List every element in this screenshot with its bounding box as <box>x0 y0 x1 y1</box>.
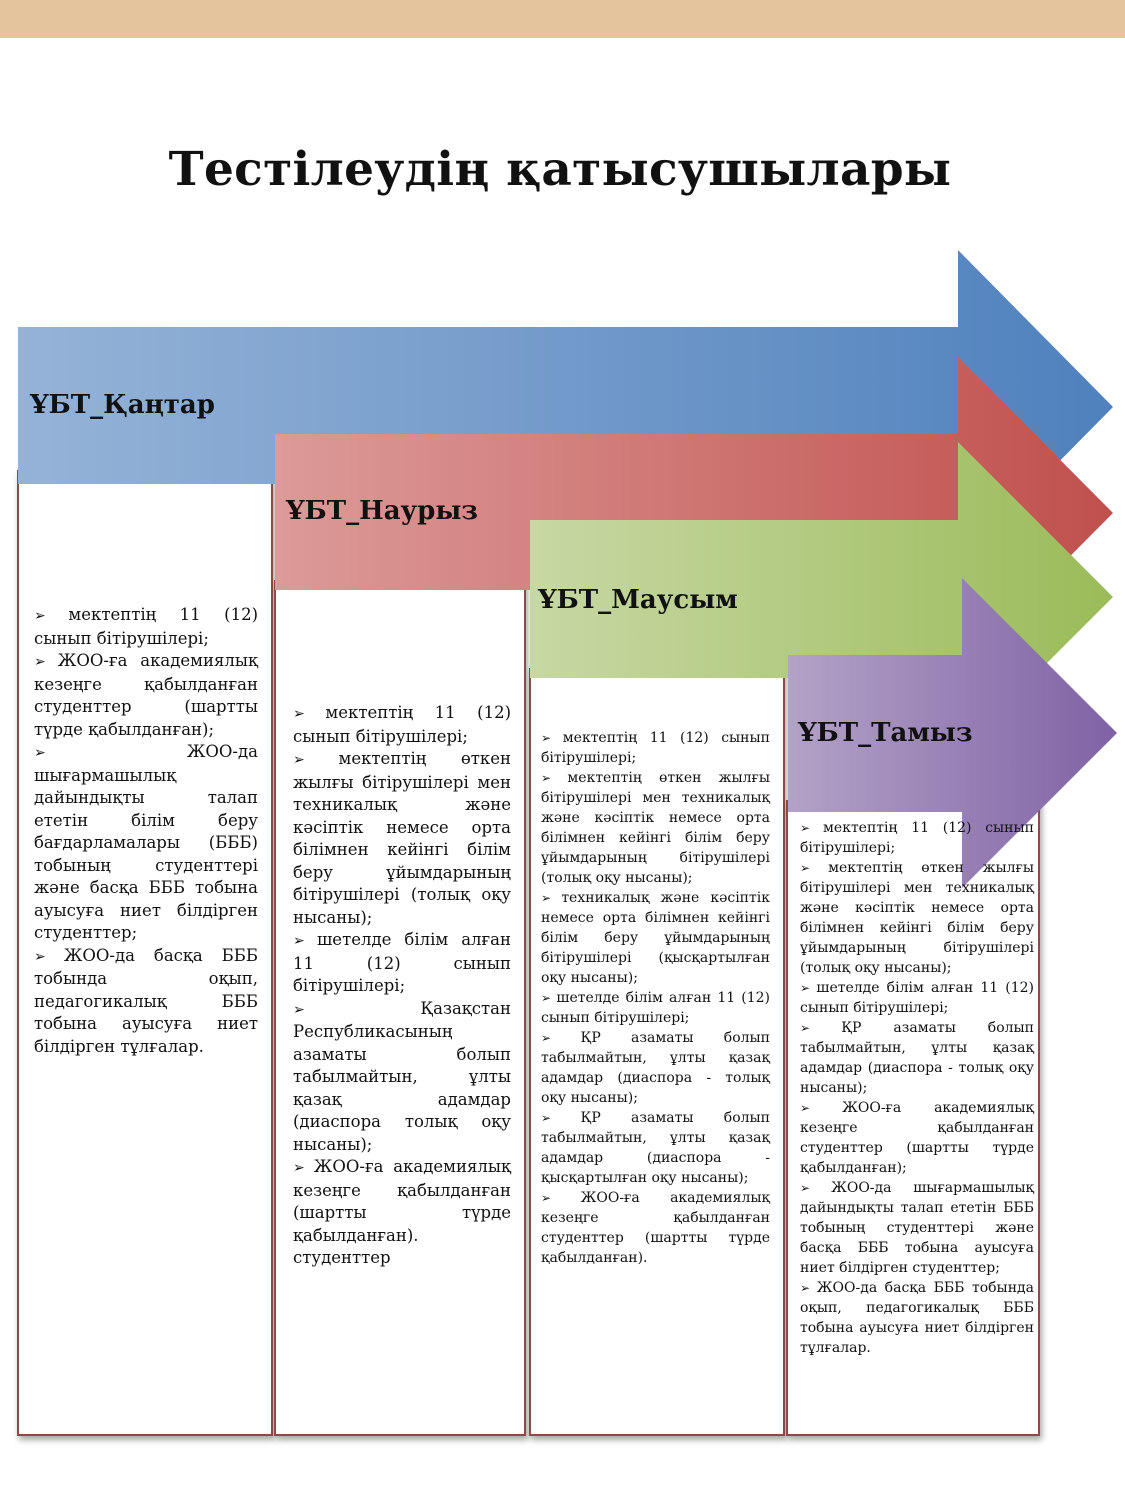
list-item: ҚР азаматы болып табылмайтын, ұлты қазақ… <box>541 1108 770 1188</box>
list-item: ЖОО-да шығармашылық дайындықты талап ете… <box>800 1178 1034 1278</box>
list-item: Қазақстан Республикасының азаматы болып … <box>293 998 511 1157</box>
list-item: ЖОО-ға академиялық кезеңге қабылданған с… <box>541 1188 770 1268</box>
list-item: ЖОО-ға академиялық кезеңге қабылданған с… <box>34 650 258 741</box>
list-item: шетелде білім алған 11 (12) сынып бітіру… <box>541 988 770 1028</box>
list-item: мектептің өткен жылғы бітірушілері мен т… <box>293 748 511 929</box>
list-item: мектептің өткен жылғы бітірушілері мен т… <box>541 768 770 888</box>
stage-label-august: ҰБТ_Тамыз <box>798 718 973 748</box>
participant-list-march: мектептің 11 (12) сынып бітірушілері; ме… <box>293 702 511 1270</box>
list-item: ҚР азаматы болып табылмайтын, ұлты қазақ… <box>541 1028 770 1108</box>
list-item: техникалық және кәсіптік немесе орта біл… <box>541 888 770 988</box>
list-item: ЖОО-да басқа БББ тобында оқып, педагогик… <box>800 1278 1034 1358</box>
stage-label-january: ҰБТ_Қаңтар <box>30 390 215 420</box>
arrow-january <box>18 250 1113 564</box>
list-item: мектептің өткен жылғы бітірушілері мен т… <box>800 858 1034 978</box>
arrow-march <box>275 357 1113 669</box>
top-band <box>0 0 1125 38</box>
list-item: мектептің 11 (12) сынып бітірушілері; <box>541 728 770 768</box>
list-item: ЖОО-ға академиялық кезеңге қабылданған (… <box>293 1156 511 1270</box>
list-item: ҚР азаматы болып табылмайтын, ұлты қазақ… <box>800 1018 1034 1098</box>
participant-list-august: мектептің 11 (12) сынып бітірушілері; ме… <box>800 818 1034 1358</box>
participant-list-june: мектептің 11 (12) сынып бітірушілері; ме… <box>541 728 770 1268</box>
stage-label-march: ҰБТ_Наурыз <box>286 496 479 526</box>
list-item: ЖОО-ға академиялық кезеңге қабылданған с… <box>800 1098 1034 1178</box>
arrow-august <box>788 578 1117 888</box>
page-title: Тестілеудің қатысушылары <box>168 142 952 197</box>
list-item: мектептің 11 (12) сынып бітірушілері; <box>293 702 511 748</box>
list-item: ЖОО-да басқа БББ тобында оқып, педагогик… <box>34 945 258 1059</box>
list-item: мектептің 11 (12) сынып бітірушілері; <box>34 604 258 650</box>
list-item: ЖОО-да шығармашылық дайындықты талап ете… <box>34 741 258 945</box>
list-item: шетелде білім алған 11 (12) сынып бітіру… <box>293 929 511 998</box>
stage-label-june: ҰБТ_Маусым <box>538 585 738 615</box>
list-item: мектептің 11 (12) сынып бітірушілері; <box>800 818 1034 858</box>
participant-list-january: мектептің 11 (12) сынып бітірушілері; ЖО… <box>34 604 258 1058</box>
list-item: шетелде білім алған 11 (12) сынып бітіру… <box>800 978 1034 1018</box>
